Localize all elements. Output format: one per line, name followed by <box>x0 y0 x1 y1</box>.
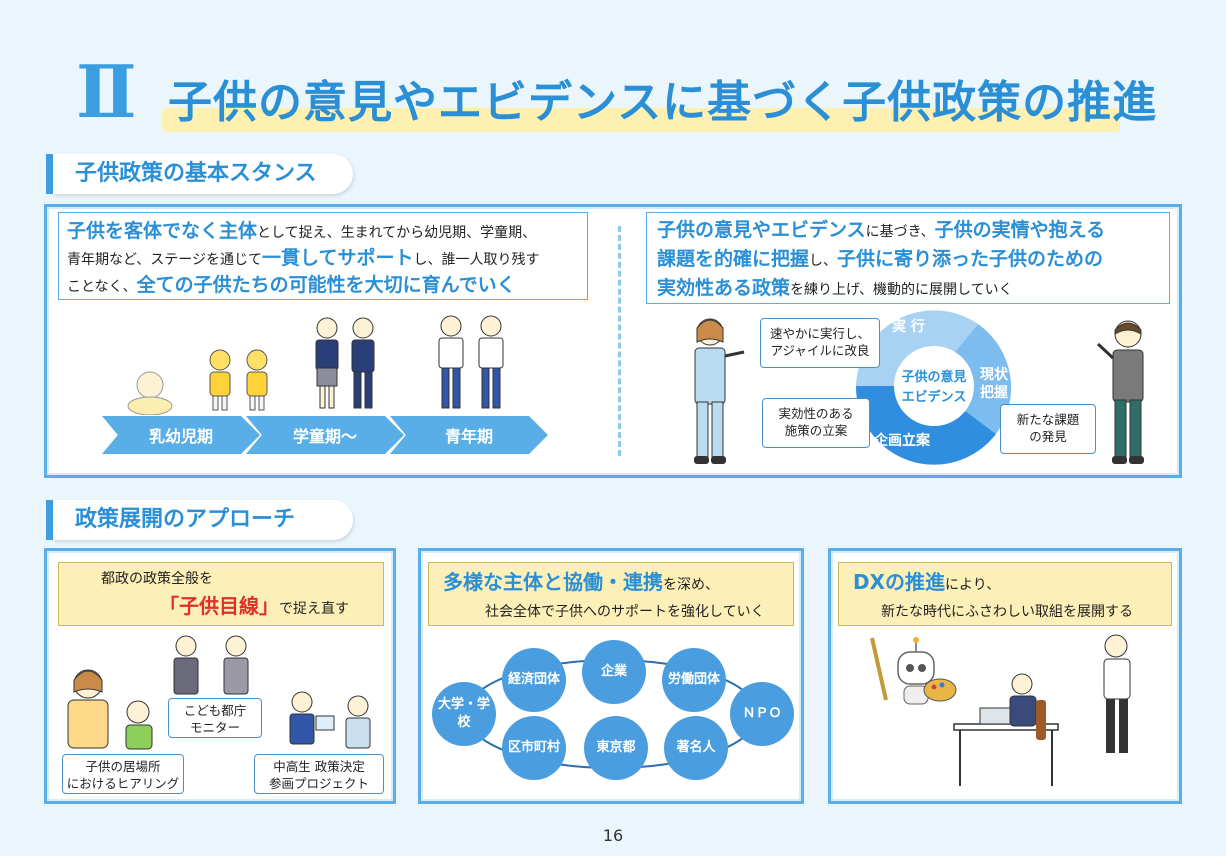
approach2-text: 多様な主体と協働・連携を深め、 社会全体で子供へのサポートを強化していく <box>428 562 794 626</box>
toddler-figure-2 <box>246 349 268 411</box>
cycle-label-plan: 企画立案 <box>874 433 930 449</box>
note-grasp: 新たな課題の発見 <box>1000 404 1096 454</box>
stage-arrow-youth: 青年期 <box>390 416 548 454</box>
cycle-label-grasp: 現状 把握 <box>980 367 1008 401</box>
baby-figure <box>127 371 173 415</box>
phone-man-figure <box>1103 634 1131 753</box>
palette-icon <box>923 678 957 702</box>
ring-segment-grasp <box>950 324 1012 434</box>
student-figure-2 <box>351 317 375 409</box>
youth-figure-2 <box>478 315 504 409</box>
robot-icon <box>897 637 935 705</box>
label-hearing: 子供の居場所におけるヒアリング <box>62 754 184 794</box>
approach1-text: 都政の政策全般を 「子供目線」で捉え直す <box>58 562 384 626</box>
stance-right-text: 子供の意見やエビデンスに基づき、子供の実情や抱える 課題を的確に把握し、子供に寄… <box>646 212 1170 304</box>
section-numeral: Ⅱ <box>76 49 137 134</box>
stage-arrow-infant: 乳幼児期 <box>102 416 260 454</box>
policy-cycle-ring <box>855 310 1012 465</box>
title-highlight <box>162 108 1120 132</box>
woman-figure <box>694 318 745 464</box>
stage-arrow-school: 学童期～ <box>246 416 404 454</box>
node-economic-org: 経済団体 <box>502 648 566 712</box>
approach3-text: DXの推進により、 新たな時代にふさわしい取組を展開する <box>838 562 1172 626</box>
page-number: 16 <box>602 826 624 845</box>
note-plan: 実効性のある施策の立案 <box>762 398 870 448</box>
students-with-phones-figure <box>173 635 249 695</box>
paintbrush-icon <box>870 637 888 701</box>
dx-illustration <box>870 634 1131 786</box>
man-figure <box>1096 320 1144 464</box>
mother-child-figure <box>67 669 153 750</box>
cycle-center: 子供の意見 エビデンス <box>901 370 967 405</box>
section-tab-marker <box>46 500 53 540</box>
ring-segment-plan <box>855 386 996 465</box>
node-celebrities: 著名人 <box>664 716 728 780</box>
ring-segment-execute <box>856 310 978 386</box>
note-execute: 速やかに実行し、アジャイルに改良 <box>760 318 880 368</box>
node-company: 企業 <box>582 640 646 704</box>
section-tab-label: 政策展開のアプローチ <box>75 507 296 532</box>
page-title: 子供の意見やエビデンスに基づく子供政策の推進 <box>168 77 1158 128</box>
cycle-label-execute: 実 行 <box>892 319 925 335</box>
label-policy-project: 中高生 政策決定参画プロジェクト <box>254 754 384 794</box>
section-tab-stance: 子供政策の基本スタンス <box>53 154 353 194</box>
panel-divider <box>618 226 621 456</box>
children-illustration <box>127 315 504 415</box>
toddler-figure-1 <box>209 349 231 411</box>
section-tab-marker <box>46 154 53 194</box>
project-students-figure <box>289 691 371 749</box>
node-university: 大学・学校 <box>432 682 496 746</box>
section-tab-approach: 政策展開のアプローチ <box>53 500 353 540</box>
desk-worker-figure <box>953 673 1059 786</box>
approach1-illustration <box>67 635 371 750</box>
node-labor-org: 労働団体 <box>662 648 726 712</box>
node-tokyo: 東京都 <box>584 716 648 780</box>
node-municipalities: 区市町村 <box>502 716 566 780</box>
student-figure-1 <box>315 317 339 409</box>
section-tab-label: 子供政策の基本スタンス <box>75 161 317 186</box>
youth-figure-1 <box>438 315 464 409</box>
label-kodomo-tocho: こども都庁モニター <box>168 698 262 738</box>
node-npo: ＮＰＯ <box>730 682 794 746</box>
stance-left-text: 子供を客体でなく主体として捉え、生まれてから幼児期、学童期、 青年期など、ステー… <box>58 212 588 300</box>
